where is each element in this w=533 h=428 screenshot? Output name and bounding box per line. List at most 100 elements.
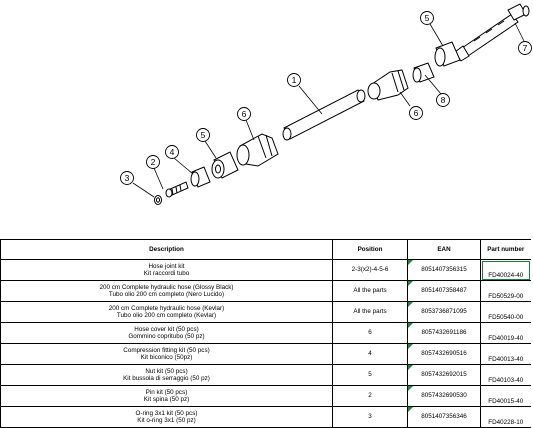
cell-ean[interactable]: 8057432690516 [407,343,481,365]
description-line-en: Hose joint kit [148,262,185,270]
description-line-en: 200 cm Complete hydraulic hose (Glossy B… [99,283,234,291]
cell-description[interactable]: Compression fitting kit (50 pcs)Kit bico… [0,343,333,365]
cell-ean[interactable]: 8053736871095 [407,301,481,323]
svg-text:5: 5 [425,13,430,23]
callout-8: 8 [436,93,450,107]
cell-position[interactable]: 2-3(x2)-4-5-6 [332,259,408,281]
cell-part-number[interactable]: FD40013-40 [480,343,531,365]
header-ean[interactable]: EAN [407,239,481,260]
description-line-it: Kit o-ring 3x1 (50 pz) [137,417,196,424]
description-line-it: Kit raccordi tubo [143,270,190,277]
callout-6-top: 6 [409,106,423,120]
callout-7: 7 [518,41,532,55]
cell-ean[interactable]: 8057432692015 [407,364,481,386]
cell-part-number[interactable]: FD40103-40 [480,364,531,386]
part-pin [165,181,189,198]
ean-value: 8051407356315 [421,266,467,274]
part-o-ring [154,195,162,205]
cell-ean[interactable]: 8051407356315 [407,259,481,281]
part-collar [412,62,435,83]
description-line-en: 200 cm Complete hydraulic hose (Kevlar) [108,304,225,312]
cell-position[interactable]: 3 [332,406,408,428]
description-line-en: O-ring 3x1 kit (50 pcs) [135,409,198,417]
cell-position[interactable]: All the parts [332,280,408,302]
cell-position[interactable]: 6 [332,322,408,344]
header-description[interactable]: Description [0,239,333,260]
description-line-it: Kit bussola di serraggio (50 pz) [123,375,210,382]
cell-ean[interactable]: 8051407356346 [407,406,481,428]
table-row: Compression fitting kit (50 pcs)Kit bico… [0,343,531,365]
part-nut-lower [211,151,239,179]
callout-2: 2 [146,155,160,169]
ean-value: 8051407358487 [421,287,467,295]
description-line-en: Hose cover kit (50 pcs) [134,325,199,333]
ean-value: 8053736871095 [421,308,467,316]
description-line-it: Tubo olio 200 cm completo (Kevlar) [116,312,217,319]
svg-text:8: 8 [441,95,446,105]
description-line-it: Kit biconico (50pz) [140,354,193,361]
cell-description[interactable]: Nut kit (50 pcs)Kit bussola di serraggio… [0,364,333,386]
callout-3: 3 [120,171,134,185]
cell-ean[interactable]: 8057432690530 [407,385,481,407]
svg-text:5: 5 [201,130,206,140]
cell-description[interactable]: Pin kit (50 pcs)Kit spina (50 pz) [0,385,333,407]
cell-position[interactable]: All the parts [332,301,408,323]
header-position[interactable]: Position [332,239,408,260]
cell-ean[interactable]: 8051407358487 [407,280,481,302]
callout-1: 1 [287,73,301,87]
part-nut-top [434,41,461,67]
svg-text:7: 7 [523,43,528,53]
comment-marker-icon [408,386,413,391]
cell-part-number[interactable]: FD50540-00 [480,301,531,323]
part-hose [282,89,366,141]
ean-value: 8057432690516 [421,350,467,358]
header-part-number[interactable]: Part number [480,239,531,260]
description-line-it: Tubo olio 200 cm completo (Nero Lucido) [108,291,225,298]
ean-value: 8057432690530 [421,392,467,400]
cell-position[interactable]: 4 [332,343,408,365]
exploded-parts-diagram: 1 2 3 4 5 5 6 6 7 8 [120,3,532,205]
parts-table: Description Position EAN Part number Hos… [0,239,531,428]
cell-part-number[interactable]: FD50529-00 [480,280,531,302]
description-line-en: Pin kit (50 pcs) [145,388,188,396]
cell-description[interactable]: O-ring 3x1 kit (50 pcs)Kit o-ring 3x1 (5… [0,406,333,428]
svg-text:3: 3 [125,173,130,183]
svg-text:6: 6 [414,108,419,118]
part-hose-cover-top [367,69,409,101]
ean-value: 8057432692015 [421,371,467,379]
table-row: 200 cm Complete hydraulic hose (Glossy B… [0,280,531,302]
cell-ean[interactable]: 8057432691186 [407,322,481,344]
comment-marker-icon [408,281,413,286]
part-hose-cover-lower [236,133,279,167]
callout-4: 4 [165,145,179,159]
part-fitting-end [454,3,530,62]
comment-marker-icon [408,407,413,412]
cell-part-number[interactable]: FD40015-40 [480,385,531,407]
cell-part-number[interactable]: FD40228-10 [480,406,531,428]
table-row: 200 cm Complete hydraulic hose (Kevlar)T… [0,301,531,323]
description-line-it: Kit spina (50 pz) [143,396,190,403]
comment-marker-icon [408,260,413,265]
svg-text:1: 1 [292,75,297,85]
svg-text:2: 2 [151,157,156,167]
cell-position[interactable]: 2 [332,385,408,407]
comment-marker-icon [408,302,413,307]
cell-description[interactable]: 200 cm Complete hydraulic hose (Kevlar)T… [0,301,333,323]
cell-description[interactable]: Hose cover kit (50 pcs)Gommino copritubo… [0,322,333,344]
table-row: Hose cover kit (50 pcs)Gommino copritubo… [0,322,531,344]
cell-part-number[interactable]: FD40019-40 [480,322,531,344]
comment-marker-icon [408,344,413,349]
cell-position[interactable]: 5 [332,364,408,386]
svg-text:4: 4 [170,147,175,157]
ean-value: 8051407356346 [421,413,467,421]
comment-marker-icon [408,323,413,328]
cell-part-number-selected[interactable]: FD40024-40 [480,259,531,281]
svg-text:6: 6 [242,109,247,119]
description-line-en: Nut kit (50 pcs) [145,367,188,375]
table-row: O-ring 3x1 kit (50 pcs)Kit o-ring 3x1 (5… [0,406,531,428]
cell-description[interactable]: 200 cm Complete hydraulic hose (Glossy B… [0,280,333,302]
callout-5-lower: 5 [196,128,210,142]
